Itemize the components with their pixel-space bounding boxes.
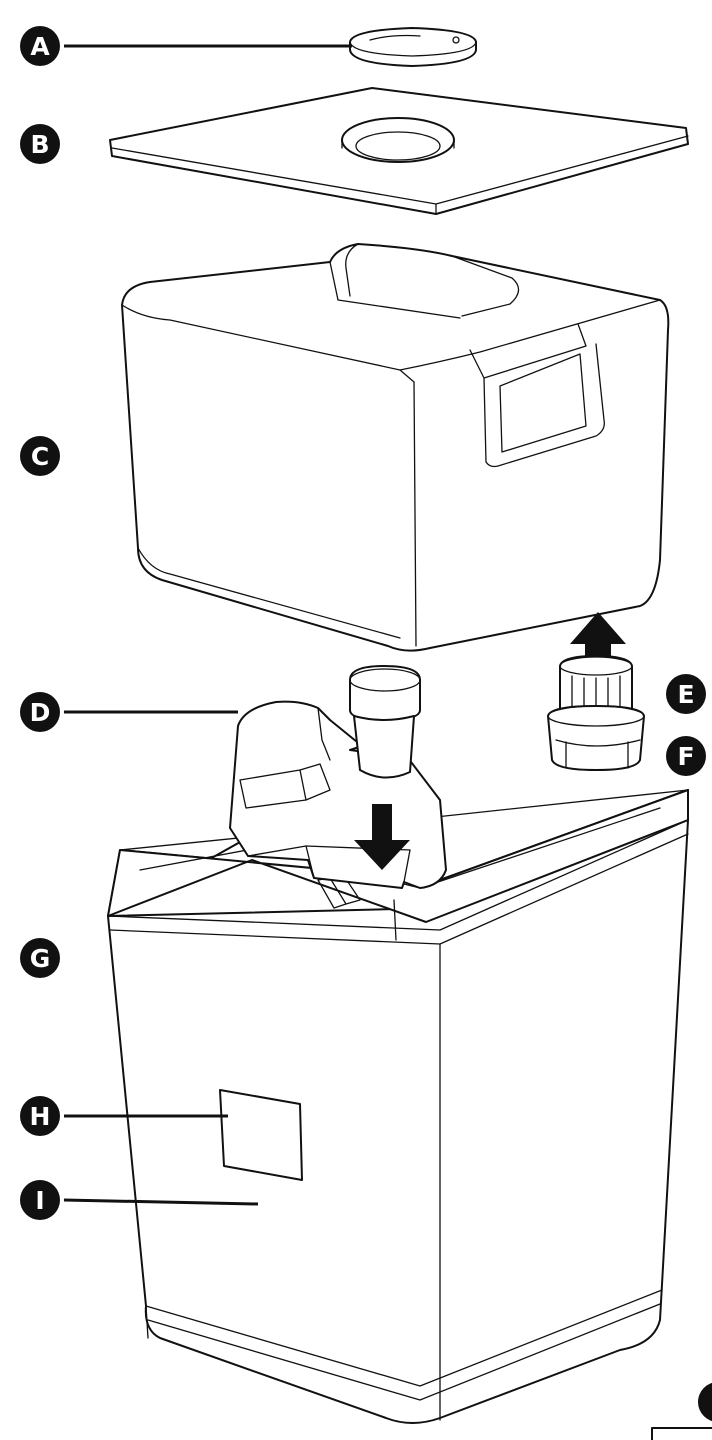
label-c-text: C [31, 442, 49, 471]
label-badge-i: I [20, 1180, 60, 1220]
label-badge-d: D [20, 692, 60, 732]
part-b-lid-plate [109, 87, 689, 215]
label-badge-c: C [20, 436, 60, 476]
part-d-nebulizer [229, 665, 447, 889]
label-f-text: F [677, 742, 694, 771]
down-arrow-icon [354, 804, 410, 870]
cropped-label-badge [698, 1382, 712, 1422]
label-e-text: E [677, 680, 694, 709]
label-b-text: B [30, 130, 49, 159]
label-i-text: I [35, 1186, 44, 1215]
label-badge-a: A [20, 26, 60, 66]
leader-line-i [63, 1198, 259, 1206]
label-g-text: G [30, 944, 51, 973]
label-badge-f: F [666, 736, 706, 776]
label-d-text: D [30, 698, 51, 727]
label-badge-e: E [666, 674, 706, 714]
part-c-water-tank [121, 243, 670, 652]
label-a-text: A [30, 32, 50, 61]
part-h-label-window [219, 1089, 303, 1181]
up-arrow-icon [570, 612, 626, 680]
label-badge-g: G [20, 938, 60, 978]
label-badge-b: B [20, 124, 60, 164]
label-badge-h: H [20, 1096, 60, 1136]
part-a-cap [349, 27, 477, 67]
label-h-text: H [30, 1102, 51, 1131]
part-e-f-filter [547, 655, 645, 771]
cropped-panel [651, 1427, 712, 1440]
